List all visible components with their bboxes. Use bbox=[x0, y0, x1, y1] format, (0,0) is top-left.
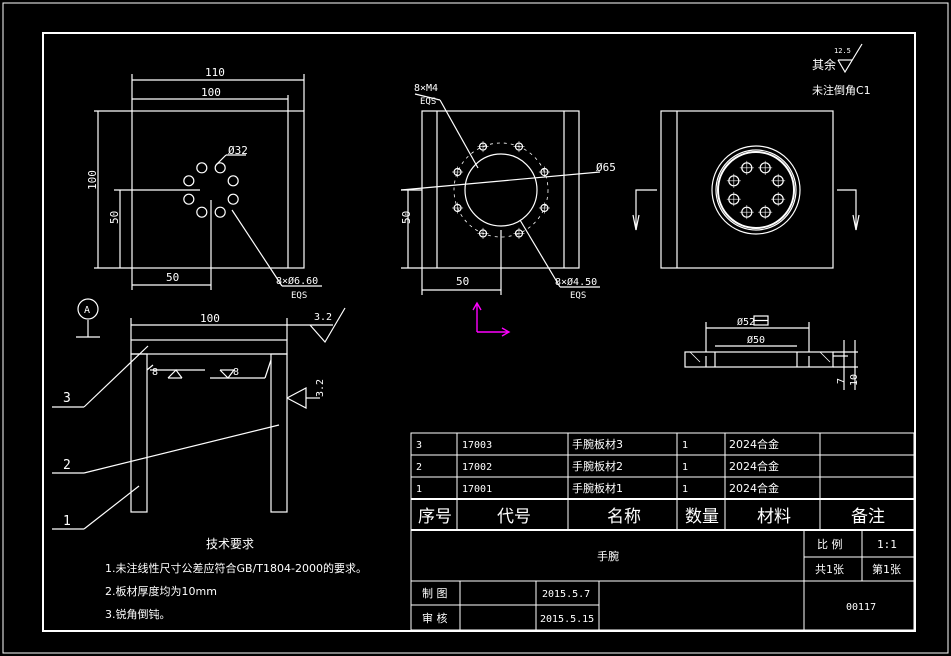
tech-item-2: 2.板材厚度均为10mm bbox=[105, 584, 217, 598]
balloon-3: 3 bbox=[63, 391, 71, 406]
bom-cell: 手腕板材3 bbox=[572, 437, 623, 451]
bolt-hole bbox=[196, 162, 208, 174]
bom-cell: 17003 bbox=[462, 440, 492, 451]
roughness-side: 3.2 bbox=[315, 379, 326, 397]
bom-header-no: 序号 bbox=[418, 507, 452, 527]
sheet-number: 第1张 bbox=[872, 562, 901, 576]
bolt-hole bbox=[227, 175, 239, 187]
front-view bbox=[94, 74, 322, 290]
dim-phi65: Ø65 bbox=[596, 161, 616, 174]
scale-label: 比 例 bbox=[817, 537, 843, 551]
bom-cell: 1 bbox=[682, 462, 688, 473]
bom-cell: 2024合金 bbox=[729, 437, 779, 451]
chamfer-note: 未注倒角C1 bbox=[812, 83, 871, 97]
tech-item-3: 3.锐角倒钝。 bbox=[105, 607, 171, 621]
bom-cell: 2 bbox=[416, 462, 422, 473]
section-view bbox=[684, 315, 858, 390]
datum-a: A bbox=[84, 305, 90, 316]
scale-value: 1:1 bbox=[877, 538, 897, 551]
bom-cell: 2024合金 bbox=[729, 481, 779, 495]
bom-cell: 17002 bbox=[462, 462, 492, 473]
dim-height-100: 100 bbox=[86, 170, 99, 190]
bolt-hole bbox=[227, 193, 239, 205]
check-label: 审 核 bbox=[422, 611, 448, 625]
middle-view bbox=[400, 93, 601, 295]
dim-height-50: 50 bbox=[108, 211, 121, 224]
bom-cell: 17001 bbox=[462, 484, 492, 495]
dim-mid-height-50: 50 bbox=[400, 211, 413, 224]
weld-size-a: 8 bbox=[152, 367, 158, 378]
draw-label: 制 图 bbox=[422, 587, 448, 600]
m4-note: 8×M4 bbox=[414, 83, 438, 94]
dim-100: 100 bbox=[201, 86, 221, 99]
dim-phi52: Ø52 bbox=[737, 316, 755, 328]
part-name: 手腕 bbox=[597, 549, 619, 563]
dim-10: 10 bbox=[849, 374, 860, 386]
draw-date: 2015.5.7 bbox=[542, 589, 590, 600]
hole-note-front: 8×Ø6.60 bbox=[276, 275, 318, 287]
roughness-symbol-rest bbox=[837, 43, 863, 74]
bom-header-code: 代号 bbox=[497, 507, 531, 527]
eqs-bottom: EQS bbox=[570, 291, 586, 301]
bolt-hole bbox=[214, 206, 226, 218]
side-view bbox=[632, 110, 860, 269]
rest-label: 其余 bbox=[812, 57, 836, 72]
assembly-view bbox=[52, 298, 346, 530]
bom-header-qty: 数量 bbox=[685, 507, 719, 527]
balloon-1: 1 bbox=[63, 514, 71, 529]
dim-mid-width-50: 50 bbox=[456, 275, 469, 288]
bom-rows: 3 17003 手腕板材3 1 2024合金 2 17002 手腕板材2 1 2… bbox=[416, 437, 779, 495]
hole-note-mid: 8×Ø4.50 bbox=[555, 276, 597, 288]
bom-cell: 2024合金 bbox=[729, 459, 779, 473]
dim-width-50: 50 bbox=[166, 271, 179, 284]
sheets-total: 共1张 bbox=[815, 563, 844, 576]
balloon-2: 2 bbox=[63, 458, 71, 473]
bom-cell: 3 bbox=[416, 440, 422, 451]
ucs-icon bbox=[472, 301, 511, 337]
dim-phi32: Ø32 bbox=[228, 144, 248, 157]
dim-110: 110 bbox=[205, 66, 225, 79]
dim-assembly-100: 100 bbox=[200, 312, 220, 325]
bom-header-name: 名称 bbox=[607, 507, 641, 527]
bolt-hole bbox=[183, 193, 195, 205]
bom-header-material: 材料 bbox=[757, 507, 791, 527]
bolt-hole bbox=[183, 175, 195, 187]
bom-cell: 1 bbox=[682, 484, 688, 495]
dim-phi50: Ø50 bbox=[747, 334, 765, 346]
bolt-hole bbox=[214, 162, 226, 174]
drawing-number: 00117 bbox=[846, 602, 876, 613]
bom-header-remark: 备注 bbox=[851, 507, 885, 527]
dim-7: 7 bbox=[836, 378, 847, 384]
eqs-front: EQS bbox=[291, 291, 307, 301]
bom-cell: 1 bbox=[682, 440, 688, 451]
tech-item-1: 1.未注线性尺寸公差应符合GB/T1804-2000的要求。 bbox=[105, 561, 367, 575]
bolt-hole bbox=[196, 206, 208, 218]
rest-roughness-value: 12.5 bbox=[834, 47, 851, 55]
bom-header: 序号 代号 名称 数量 材料 备注 bbox=[418, 507, 885, 527]
check-date: 2015.5.15 bbox=[540, 614, 594, 625]
roughness-top: 3.2 bbox=[314, 312, 332, 323]
eqs-top: EQS bbox=[420, 97, 436, 107]
bom-cell: 1 bbox=[416, 484, 422, 495]
tech-title: 技术要求 bbox=[206, 537, 254, 551]
weld-size-b: 8 bbox=[233, 367, 239, 378]
title-block bbox=[410, 529, 915, 631]
bom-cell: 手腕板材2 bbox=[572, 459, 623, 473]
bom-cell: 手腕板材1 bbox=[572, 481, 623, 495]
